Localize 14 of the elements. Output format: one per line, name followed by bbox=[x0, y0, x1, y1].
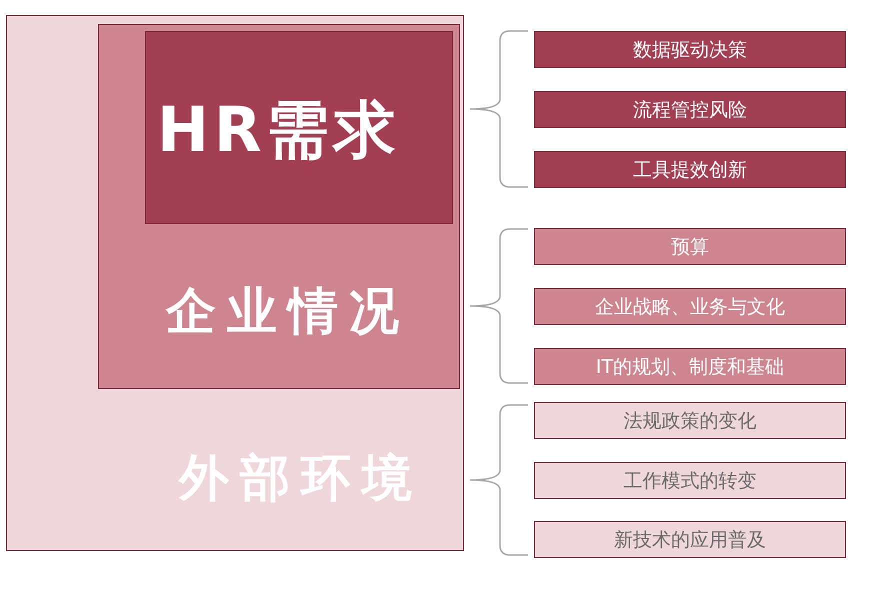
nested-box bbox=[98, 24, 460, 389]
nested-box bbox=[6, 15, 464, 551]
item-box: 工作模式的转变 bbox=[534, 462, 846, 499]
item-box: 新技术的应用普及 bbox=[534, 521, 846, 558]
box-heading: 企业情况 bbox=[166, 286, 410, 336]
nested-box bbox=[145, 31, 453, 224]
item-box: 企业战略、业务与文化 bbox=[534, 288, 846, 325]
item-box: 预算 bbox=[534, 228, 846, 265]
item-box: IT的规划、制度和基础 bbox=[534, 348, 846, 385]
box-heading: HR需求 bbox=[157, 99, 400, 161]
item-box: 数据驱动决策 bbox=[534, 31, 846, 68]
item-box: 流程管控风险 bbox=[534, 91, 846, 128]
item-box: 法规政策的变化 bbox=[534, 402, 846, 439]
item-box: 工具提效创新 bbox=[534, 151, 846, 188]
